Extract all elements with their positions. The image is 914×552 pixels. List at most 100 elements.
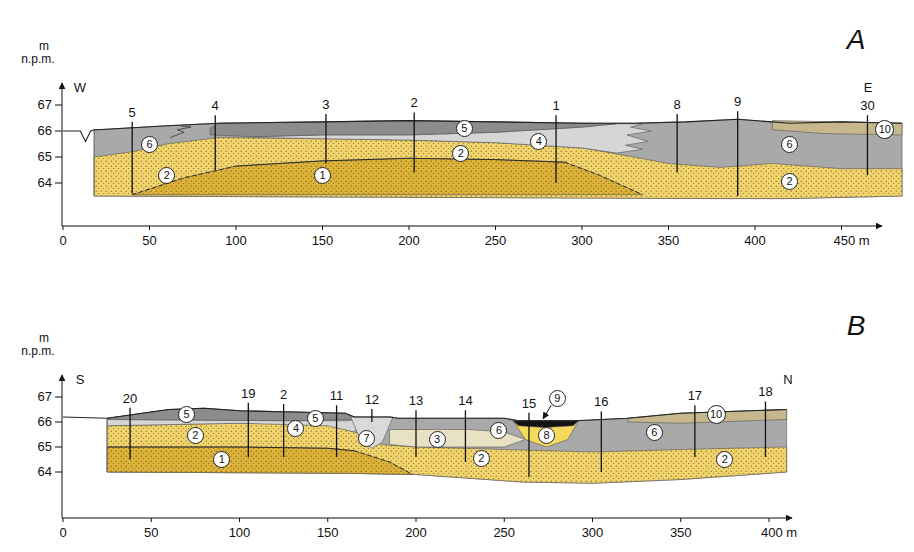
axis-label: E — [864, 81, 873, 95]
axis-label: 9 — [734, 95, 741, 109]
layer-number: 1 — [319, 170, 325, 181]
axis-label: 5 — [129, 106, 136, 120]
layer-number-circle: 1 — [314, 167, 331, 184]
axis-label: 13 — [409, 394, 423, 408]
axis-label: W — [74, 81, 86, 95]
axis-tick — [63, 518, 64, 522]
borehole-line — [325, 114, 326, 164]
layer-number: 2 — [787, 176, 793, 187]
layer-2 — [107, 423, 787, 483]
axis-label: 0 — [59, 234, 66, 248]
axis-label: 150 — [312, 234, 334, 248]
axis-label: 200 — [398, 234, 420, 248]
axis-label: 150 — [317, 526, 339, 540]
axis-tick — [236, 226, 237, 230]
axis-label: n.p.m. — [21, 53, 54, 66]
axis-label: 19 — [241, 387, 255, 401]
elevation-axis — [62, 83, 63, 226]
layer-number: 6 — [787, 139, 793, 150]
axis-tick — [63, 226, 64, 230]
axis-label: S — [76, 373, 85, 387]
axis-label: 17 — [688, 389, 702, 403]
borehole-line — [694, 405, 695, 457]
axis-tick — [55, 422, 62, 423]
layer-number: 7 — [364, 433, 370, 444]
axis-label: 0 — [59, 526, 66, 540]
axis-tick — [582, 226, 583, 230]
axis-label: 300 — [582, 526, 604, 540]
ground-surface — [63, 408, 787, 421]
layer-number-circle: 7 — [358, 430, 375, 447]
layer-2-texture — [107, 423, 787, 483]
axis-label: 300 — [571, 234, 593, 248]
axis-label: 66 — [38, 124, 52, 138]
boundary-line — [107, 447, 354, 451]
axis-label: 250 — [493, 526, 515, 540]
axis-tick — [327, 518, 328, 522]
axis-label: 14 — [458, 394, 472, 408]
axis-label: 450 m — [833, 234, 869, 248]
axis-label: 2 — [280, 388, 287, 402]
layer-1 — [107, 447, 412, 475]
axis-label: 4 — [212, 99, 219, 113]
axis-label: 250 — [485, 234, 507, 248]
layer-number: 10 — [710, 409, 722, 420]
borehole-line — [765, 402, 766, 458]
borehole-line — [371, 409, 372, 422]
layer-1 — [132, 158, 642, 194]
axis-label: 200 — [405, 526, 427, 540]
borehole-line — [555, 115, 556, 183]
axis-tick — [680, 518, 681, 522]
borehole-line — [867, 115, 868, 175]
axis-tick — [55, 447, 62, 448]
layer-number: 4 — [536, 136, 542, 147]
axis-tick — [55, 157, 62, 158]
layer-number-circle: 6 — [141, 136, 158, 153]
borehole-line — [215, 115, 216, 170]
axis-tick — [149, 226, 150, 230]
axis-tick — [841, 226, 842, 230]
section-edge — [94, 130, 95, 196]
layer-number-circle: 6 — [646, 424, 663, 441]
layer-number: 1 — [219, 454, 225, 465]
axis-tick — [55, 105, 62, 106]
axis-tick — [416, 518, 417, 522]
axis-label: 100 — [225, 234, 247, 248]
layer-number-circle: 3 — [429, 431, 446, 448]
layer-number-circle: 2 — [473, 450, 490, 467]
layer-number-circle: 2 — [158, 167, 175, 184]
layer-number: 8 — [544, 430, 550, 441]
axis-label: 11 — [330, 389, 344, 403]
borehole-line — [283, 404, 284, 457]
axis-tick — [239, 518, 240, 522]
layer-number: 2 — [722, 454, 728, 465]
axis-label: 64 — [38, 176, 52, 190]
axis-label: 50 — [142, 234, 156, 248]
ground-surface — [63, 119, 902, 141]
borehole-line — [465, 410, 466, 462]
layer-number: 2 — [478, 453, 484, 464]
layer-4 — [107, 420, 363, 433]
axis-tick — [668, 226, 669, 230]
axis-label: 2 — [411, 96, 418, 110]
boundary-line — [132, 166, 236, 195]
borehole-line — [737, 111, 738, 196]
layer-number: 2 — [164, 170, 170, 181]
axis-label: 64 — [38, 465, 52, 479]
axis-label: 20 — [123, 392, 137, 406]
layer-number: 5 — [183, 409, 189, 420]
layer-number-circle: 2 — [452, 145, 469, 162]
axis-label: 65 — [38, 440, 52, 454]
axis-label: 65 — [38, 150, 52, 164]
borehole-line — [336, 405, 337, 457]
axis-label: 350 — [658, 234, 680, 248]
axis-label: 67 — [38, 390, 52, 404]
axis-tick — [55, 183, 62, 184]
layer-number: 4 — [293, 423, 299, 434]
layer-number: 2 — [458, 148, 464, 159]
layer-number: 5 — [461, 123, 467, 134]
layer-number: 10 — [879, 124, 891, 135]
axis-label: 100 — [229, 526, 251, 540]
